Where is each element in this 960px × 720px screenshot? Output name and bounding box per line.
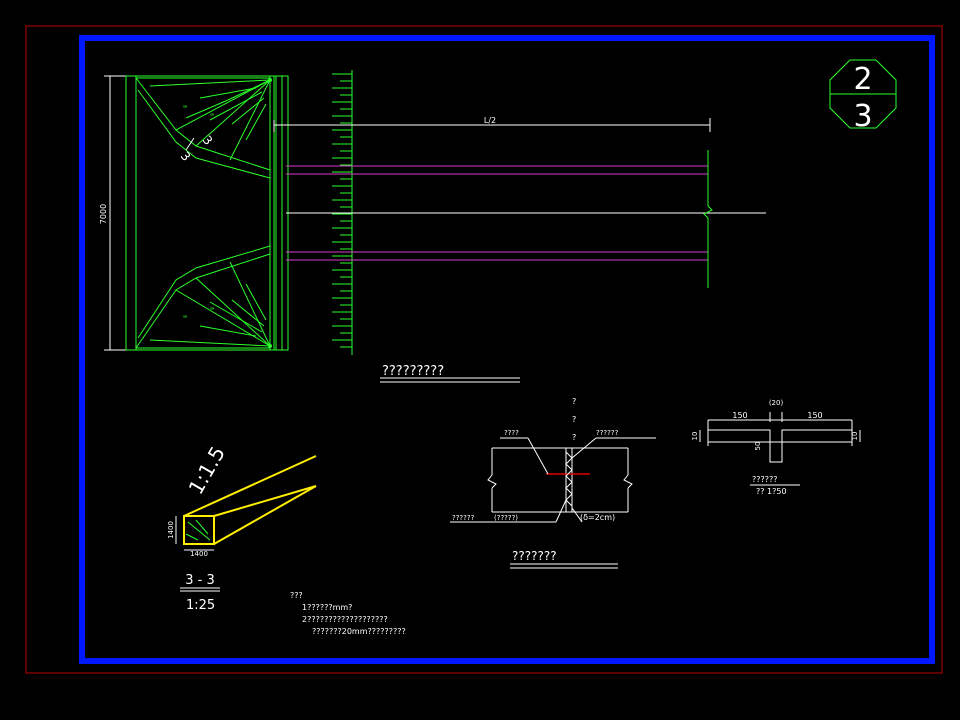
- waterstop-right-thickness: 10: [851, 432, 859, 441]
- section-mark-3a: 3: [200, 133, 216, 148]
- waterstop-left-thickness: 10: [691, 432, 699, 441]
- slope-label: 1:1.5: [184, 442, 230, 498]
- label-delta: (δ=2cm): [580, 513, 615, 522]
- drawing-frame: [79, 35, 935, 664]
- section-scale: 1:25: [186, 598, 215, 613]
- joint-detail: ? ? ? ???? ?????? ?????? (?????) (δ=2cm)…: [450, 397, 656, 569]
- svg-text:ᵆ: ᵆ: [183, 314, 188, 322]
- section-title: 3 - 3: [185, 573, 215, 588]
- notes-line-1: 1??????mm?: [302, 603, 352, 612]
- notes-block: ??? 1??????mm? 2??????????????????? ????…: [290, 591, 406, 636]
- notes-line-3: ???????20mm?????????: [312, 627, 406, 636]
- waterstop-bulb-dim: 50: [754, 442, 762, 451]
- sheet-border-outer: [25, 25, 943, 674]
- sheet-number-top: 2: [853, 62, 872, 97]
- svg-text:ᵆ: ᵆ: [210, 112, 215, 120]
- elevation-title: ?????????: [382, 364, 444, 379]
- svg-text:ᵆ: ᵆ: [183, 104, 188, 112]
- waterstop-detail: (20) 150 150 10 10 50 ?????? ?? 1?50: [691, 399, 861, 496]
- svg-text:?: ?: [572, 433, 576, 442]
- notes-line-2: 2???????????????????: [302, 615, 388, 624]
- waterstop-left-dim: 150: [732, 411, 747, 420]
- label-mid-bottom: (?????): [494, 514, 518, 522]
- half-span-dimension: L/2: [484, 116, 496, 125]
- svg-text:ᵆ: ᵆ: [210, 306, 215, 314]
- waterstop-right-dim: 150: [807, 411, 822, 420]
- sheet-number-bottom: 3: [853, 99, 872, 134]
- notes-heading: ???: [290, 591, 303, 600]
- label-left-bottom: ??????: [452, 514, 475, 522]
- section-3-3-view: 1:1.5 1400 1400 3 - 3 1:25: [167, 442, 317, 613]
- label-right-top: ??????: [596, 429, 619, 437]
- waterstop-scale: ?? 1?50: [756, 487, 787, 496]
- svg-text:?: ?: [572, 397, 576, 406]
- svg-text:?: ?: [572, 415, 576, 424]
- section-mark-3b: 3: [178, 149, 194, 164]
- label-left-top: ????: [504, 429, 519, 437]
- sheet-number-badge: 2 3: [829, 59, 897, 134]
- waterstop-caption: ??????: [752, 475, 777, 484]
- waterstop-center-dim: (20): [769, 399, 784, 407]
- section-height-dim: 1400: [167, 521, 175, 539]
- joint-detail-title: ???????: [512, 549, 557, 563]
- elevation-view: 7000: [99, 70, 766, 383]
- section-width-dim: 1400: [190, 550, 208, 558]
- height-dimension: 7000: [99, 204, 108, 224]
